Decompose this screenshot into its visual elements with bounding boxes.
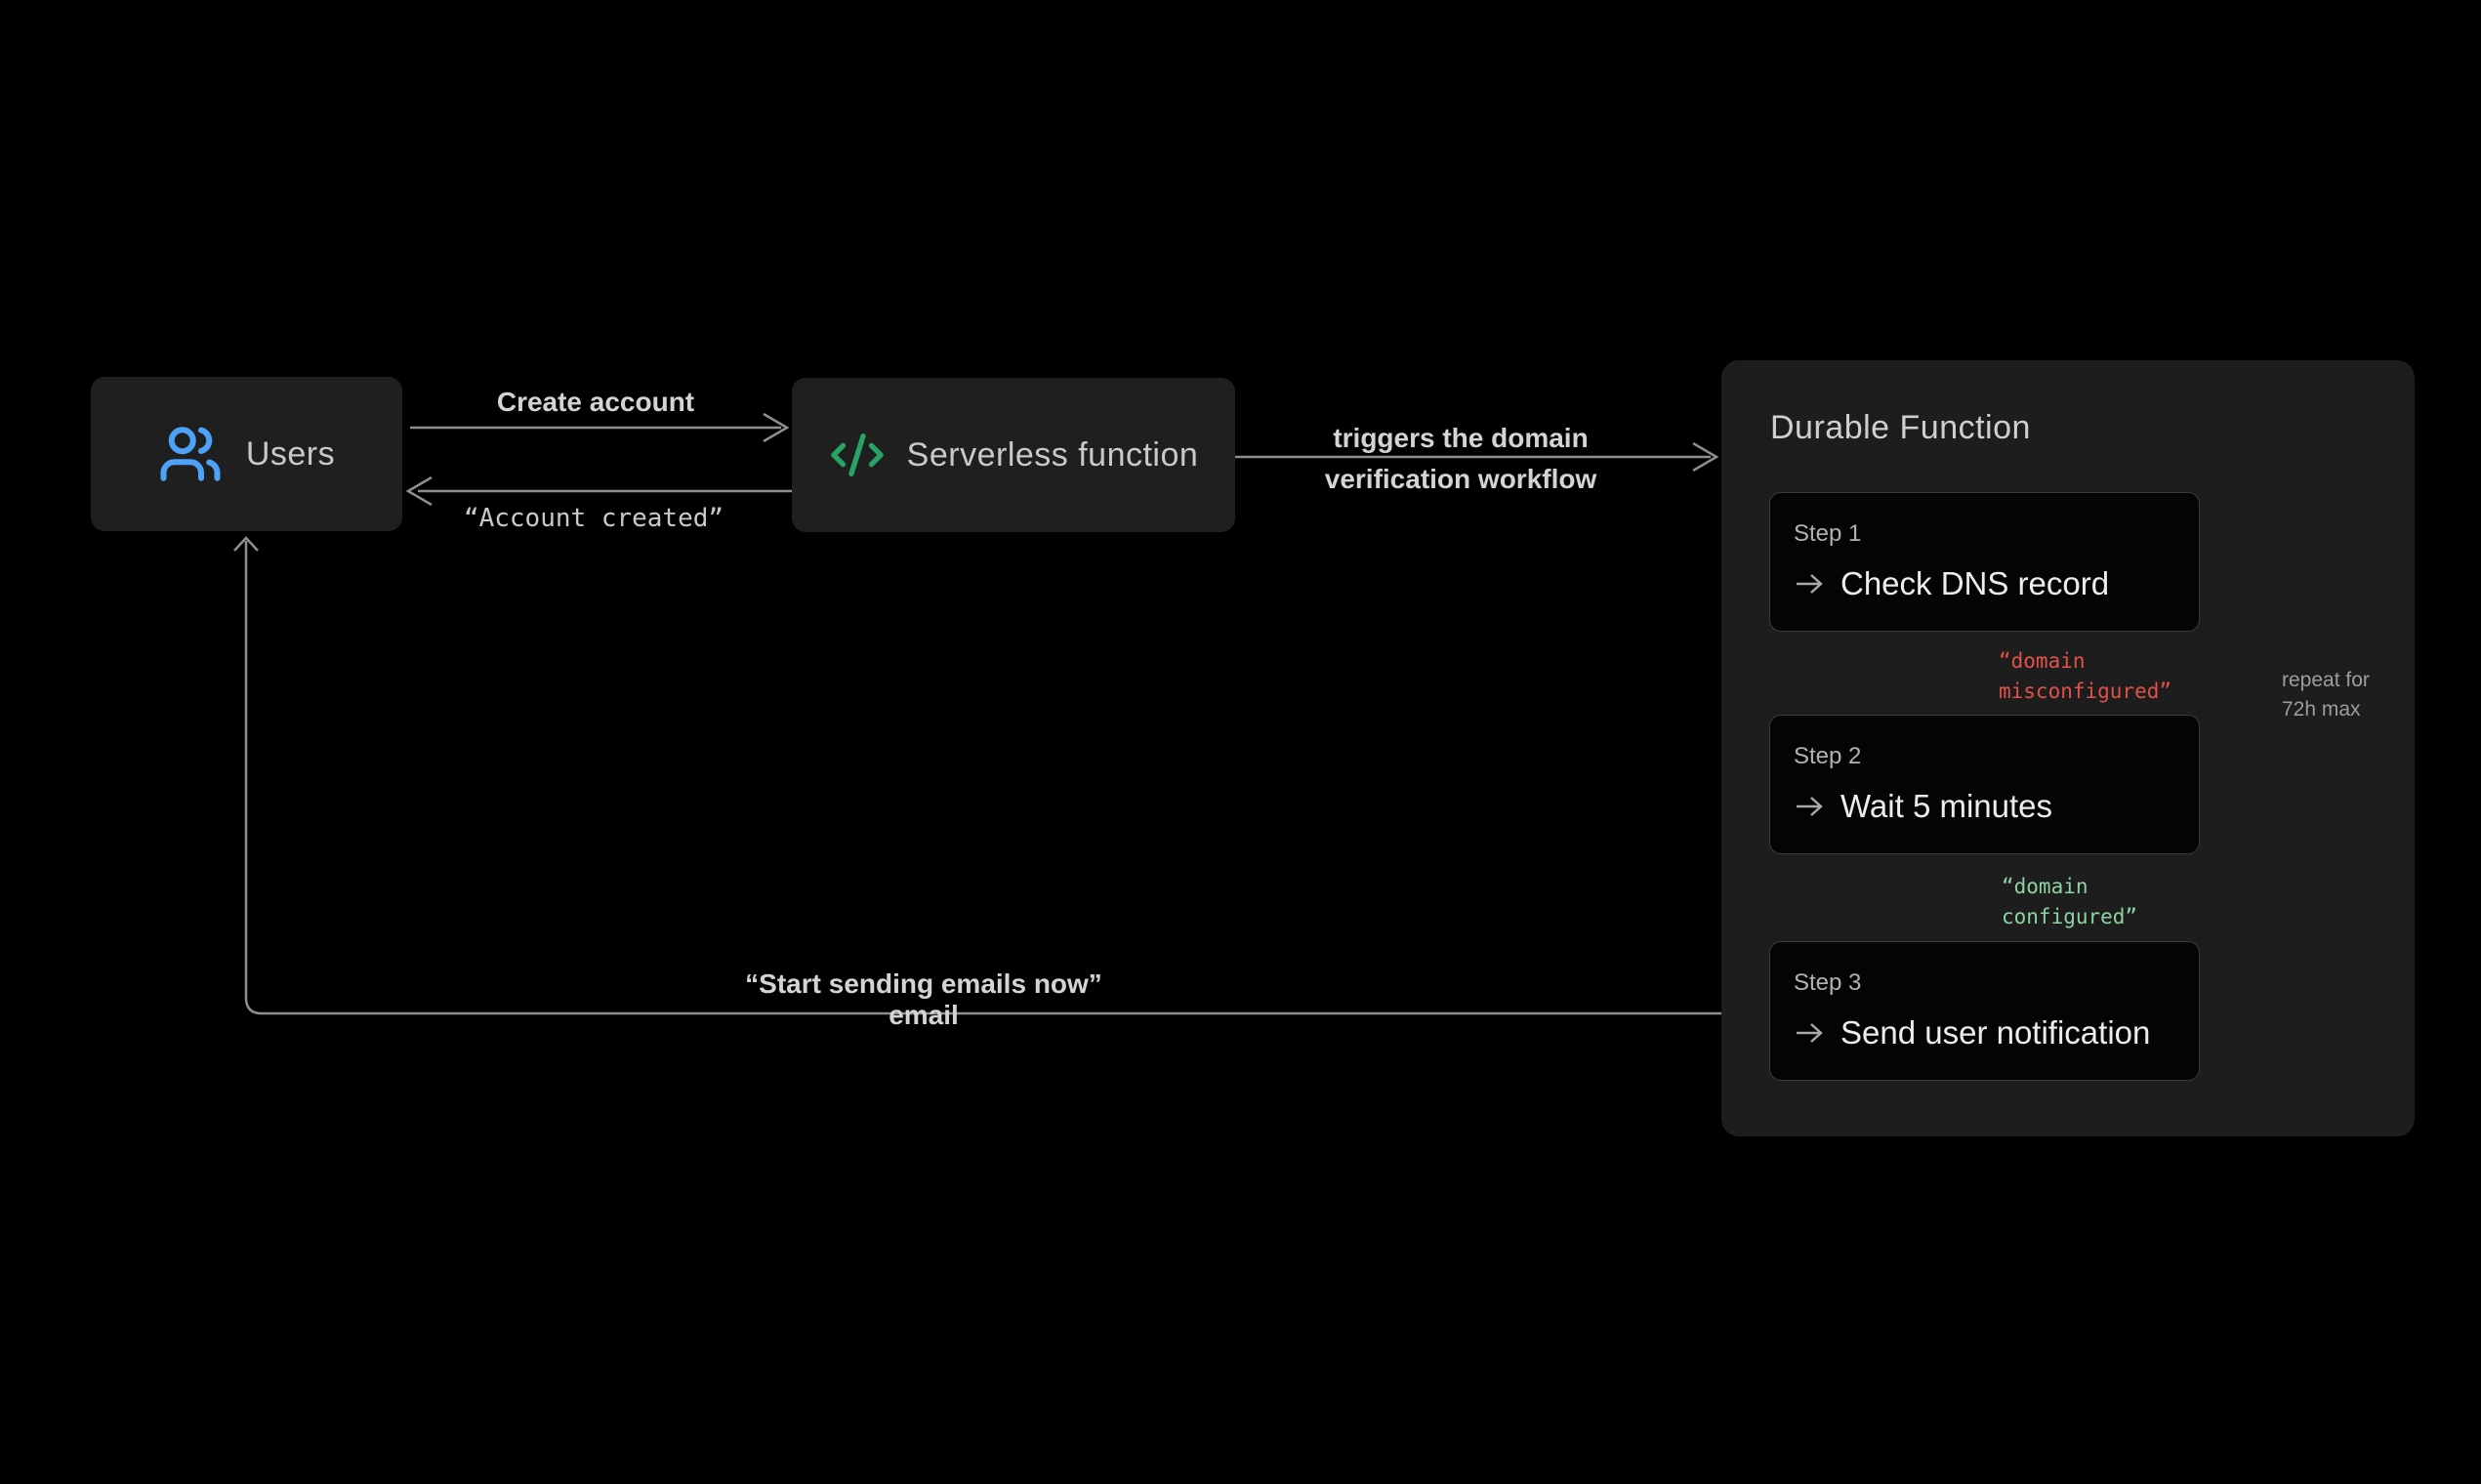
step-1-label: Step 1 (1794, 520, 1862, 547)
step-3-card: Step 3 Send user notification (1769, 941, 2200, 1081)
arrow-right-icon (1794, 795, 1825, 818)
triggers-label-line2: verification workflow (1324, 464, 1597, 494)
users-node-label: Users (245, 434, 336, 473)
account-created-label: “Account created” (463, 504, 724, 533)
step-1-card: Step 1 Check DNS record (1769, 492, 2200, 632)
domain-configured-label: “domain configured” (2002, 875, 2138, 928)
users-icon (158, 422, 223, 486)
step-1-action: Check DNS record (1840, 565, 2110, 601)
create-account-label: Create account (496, 387, 695, 417)
serverless-function-node: Serverless function (792, 378, 1235, 532)
triggers-label-line1: triggers the domain (1333, 423, 1589, 453)
start-sending-emails-label: “Start sending emails now” email (745, 969, 1102, 1030)
durable-function-title: Durable Function (1770, 409, 2031, 446)
users-node: Users (91, 377, 402, 531)
repeat-note: repeat for 72h max (2282, 669, 2370, 721)
serverless-node-label: Serverless function (906, 435, 1199, 474)
step-2-action: Wait 5 minutes (1840, 788, 2053, 824)
step-3-label: Step 3 (1794, 969, 1862, 996)
step-2-card: Step 2 Wait 5 minutes (1769, 715, 2200, 854)
arrow-right-icon (1794, 1021, 1825, 1045)
domain-misconfigured-label: “domain misconfigured” (1999, 649, 2172, 703)
durable-function-panel: Durable Function Step 1 Check DNS record… (1721, 360, 2415, 1136)
step-2-label: Step 2 (1794, 743, 1862, 769)
arrow-right-icon (1794, 572, 1825, 596)
step-3-action: Send user notification (1840, 1014, 2151, 1051)
code-icon (829, 427, 886, 483)
